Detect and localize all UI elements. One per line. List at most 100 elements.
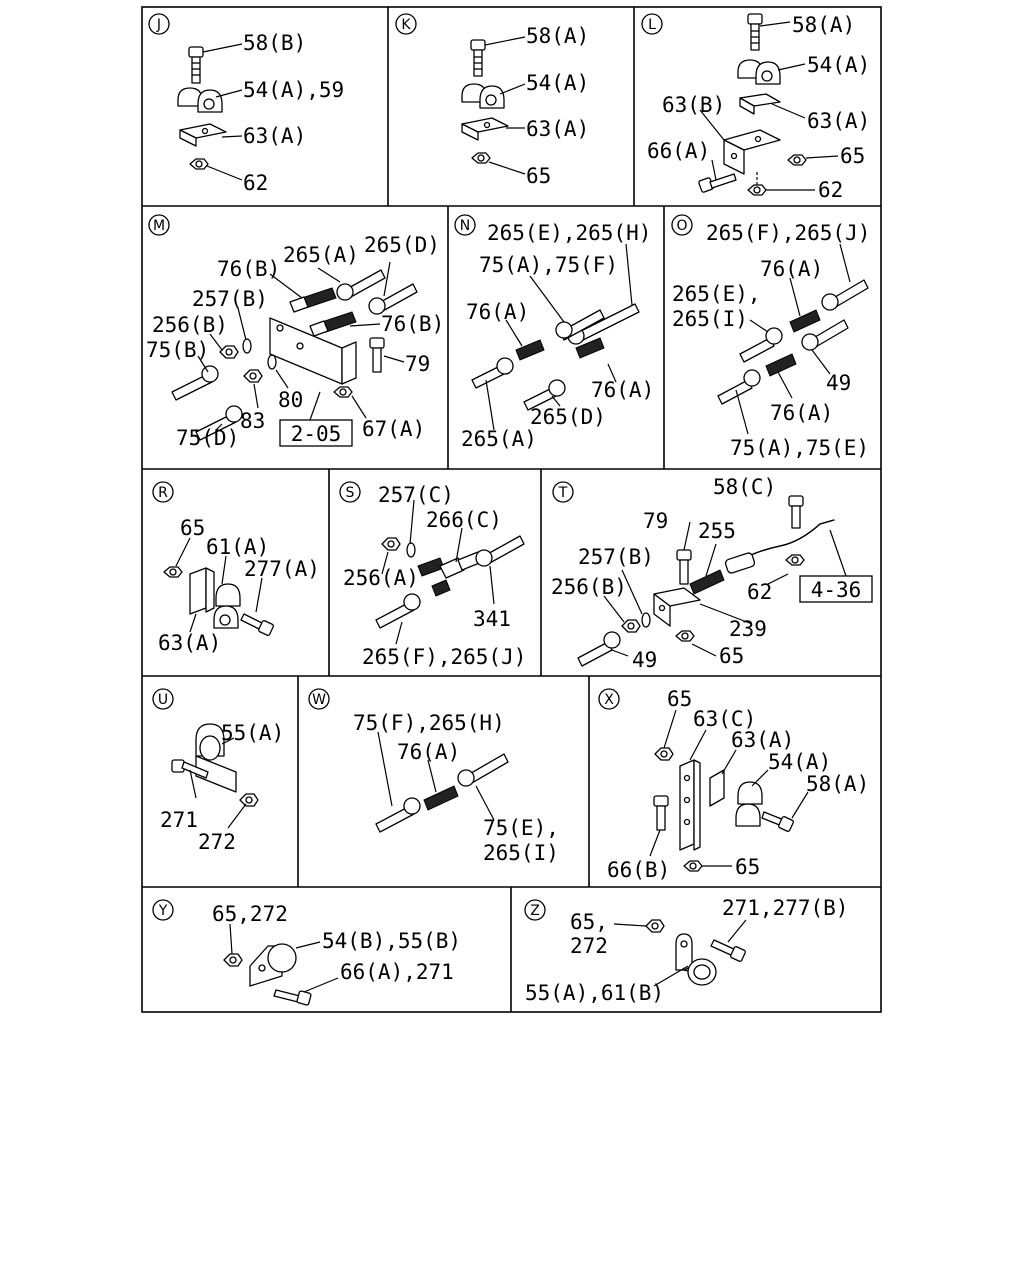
panel-r: R 65 61(A) 277(A) 63(A) [152, 481, 320, 655]
panel-j: J 58(B) 54(A),59 63(A) 62 [148, 13, 344, 195]
union-fitting-icon [423, 785, 459, 811]
label-55a-61b: 55(A),61(B) [525, 981, 664, 1005]
panel-u-letter: U [158, 692, 168, 708]
clamp-icon [195, 723, 237, 793]
label-265f-265j: 265(F),265(J) [706, 221, 870, 245]
panel-o: O 265(F),265(J) 76(A) 265(E), 265(I) 49 … [671, 214, 870, 460]
label-54a: 54(A) [526, 71, 589, 95]
nut-icon [239, 793, 259, 807]
nut-icon [381, 537, 401, 551]
panel-l-marker [641, 13, 663, 35]
nut-icon [471, 152, 491, 164]
panel-u: U 55(A) 271 272 [152, 688, 284, 854]
label-66b: 66(B) [607, 858, 670, 882]
label-271: 271 [160, 808, 198, 832]
label-75f-265h: 75(F),265(H) [353, 711, 505, 735]
panel-y: Y 65,272 54(B),55(B) 66(A),271 [152, 899, 461, 1006]
bolt-icon [171, 759, 209, 779]
panel-s-marker [339, 481, 361, 503]
label-49: 49 [632, 648, 657, 672]
label-79: 79 [643, 509, 668, 533]
label-79: 79 [405, 352, 430, 376]
label-65: 65, [570, 910, 608, 934]
label-63a: 63(A) [243, 124, 306, 148]
clip-icon [737, 59, 781, 85]
panel-t-marker [552, 481, 574, 503]
label-58a: 58(A) [806, 772, 869, 796]
label-265a: 265(A) [461, 427, 537, 451]
panel-m-marker [148, 214, 170, 236]
label-58a: 58(A) [792, 13, 855, 37]
panel-n-marker [454, 214, 476, 236]
panel-w-marker [308, 688, 330, 710]
label-65-272: 65,272 [212, 902, 288, 926]
bracket-icon [461, 117, 509, 141]
label-62: 62 [243, 171, 268, 195]
angle-bracket-icon [653, 587, 701, 627]
label-54b-55b: 54(B),55(B) [322, 929, 461, 953]
panel-x: X [598, 687, 869, 882]
label-265i: 265(I) [672, 307, 748, 331]
bolt-icon [273, 989, 312, 1006]
panel-o-marker [671, 214, 693, 236]
panel-s-letter: S [346, 485, 355, 501]
label-256a: 256(A) [343, 566, 419, 590]
label-63c: 63(C) [693, 707, 756, 731]
bolt-icon [761, 811, 794, 832]
label-265a: 265(A) [283, 243, 359, 267]
angle-bracket-icon [723, 129, 781, 175]
label-76a: 76(A) [591, 378, 654, 402]
label-265e-265h: 265(E),265(H) [487, 221, 651, 245]
label-266c: 266(C) [426, 508, 502, 532]
clip-icon [461, 83, 505, 109]
bolt-icon [747, 13, 763, 51]
label-271-277b: 271,277(B) [722, 896, 848, 920]
bracket-icon [739, 93, 781, 115]
label-54a: 54(A) [768, 750, 831, 774]
panel-z: Z 65, 272 271,277(B) 55(A),61(B) [524, 896, 848, 1005]
panel-z-marker [524, 899, 546, 921]
label-65: 65 [526, 164, 551, 188]
bolt-icon [710, 939, 746, 962]
panel-t-letter: T [558, 485, 568, 501]
label-58c: 58(C) [713, 475, 776, 499]
label-63a: 63(A) [731, 728, 794, 752]
label-75a-75e: 75(A),75(E) [730, 436, 869, 460]
panel-u-marker [152, 688, 174, 710]
label-65: 65 [180, 516, 205, 540]
label-80: 80 [278, 388, 303, 412]
panel-m-letter: M [153, 218, 165, 234]
label-65: 65 [840, 144, 865, 168]
panel-s: S 257(C) 266(C) 256(A) 341 265(F),265( [339, 481, 526, 669]
strip-bracket-icon [679, 759, 701, 851]
label-76b: 76(B) [381, 312, 444, 336]
clip-icon [735, 781, 763, 827]
clamp-icon [249, 943, 297, 987]
nut-icon [747, 184, 767, 196]
pipe-icon [171, 365, 243, 441]
label-256b: 256(B) [152, 313, 228, 337]
label-83: 83 [240, 409, 265, 433]
ref-2-05[interactable]: 2-05 [291, 422, 342, 446]
ref-box [279, 419, 353, 447]
clip-icon [213, 583, 241, 629]
panel-o-letter: O [676, 218, 687, 234]
panel-j-marker [148, 13, 170, 35]
label-256b: 256(B) [551, 575, 627, 599]
label-265f-265j: 265(F),265(J) [362, 645, 526, 669]
panel-k-letter: K [401, 17, 411, 33]
union-fitting-icon [765, 309, 821, 377]
label-62: 62 [818, 178, 843, 202]
ref-4-36[interactable]: 4-36 [811, 578, 862, 602]
nut-icon [645, 919, 665, 933]
label-265e: 265(E), [672, 282, 761, 306]
pipe-icon [555, 309, 605, 341]
panel-k: K 58(A) 54(A) 63(A) 65 [395, 13, 589, 188]
hose-icon [724, 519, 835, 574]
label-65: 65 [735, 855, 760, 879]
pipe-icon [375, 753, 509, 833]
label-257b: 257(B) [192, 287, 268, 311]
panel-r-marker [152, 481, 174, 503]
nut-icon [163, 566, 183, 578]
panel-t: T [551, 475, 873, 672]
